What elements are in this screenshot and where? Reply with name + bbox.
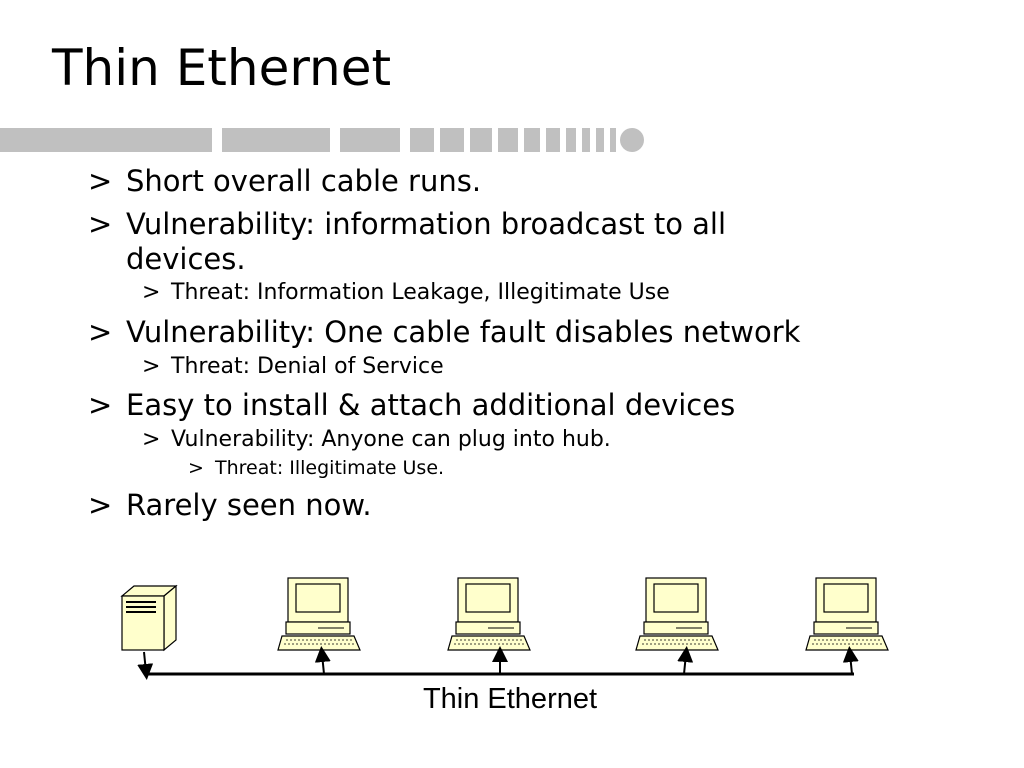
computer-icon bbox=[447, 577, 531, 651]
bullet-marker: > bbox=[88, 387, 113, 422]
computer-icon bbox=[277, 577, 361, 651]
bullet-item: > Short overall cable runs. bbox=[88, 164, 988, 199]
bullet-text: Rarely seen now. bbox=[126, 487, 372, 522]
bullet-item: > Vulnerability: information broadcast t… bbox=[88, 207, 988, 242]
bullet-text: Vulnerability: One cable fault disables … bbox=[126, 314, 801, 349]
sub-sub-bullet-item: > Threat: Illegitimate Use. bbox=[188, 457, 988, 480]
bullet-item: > Rarely seen now. bbox=[88, 488, 988, 523]
computer-connection bbox=[842, 646, 859, 675]
network-diagram: Thin Ethernet bbox=[110, 574, 910, 724]
bullet-marker: > bbox=[88, 206, 113, 241]
bullet-text: Threat: Denial of Service bbox=[171, 353, 444, 379]
bullet-marker: > bbox=[88, 314, 113, 349]
bullet-marker: > bbox=[188, 457, 204, 480]
server-connection bbox=[137, 651, 154, 680]
bullet-list: > Short overall cable runs. > Vulnerabil… bbox=[88, 160, 988, 523]
bullet-text: devices. bbox=[126, 241, 246, 276]
computer-icon bbox=[635, 577, 719, 651]
bullet-text: Vulnerability: information broadcast to … bbox=[126, 206, 727, 241]
server-icon bbox=[120, 584, 178, 652]
computer-icon bbox=[805, 577, 889, 651]
computer-connection bbox=[677, 646, 694, 675]
bullet-item-continuation: devices. bbox=[88, 242, 988, 277]
bullet-marker: > bbox=[88, 487, 113, 522]
network-diagram-art bbox=[120, 577, 889, 680]
slide-title: Thin Ethernet bbox=[52, 39, 392, 97]
bullet-item: > Easy to install & attach additional de… bbox=[88, 388, 988, 423]
bullet-text: Short overall cable runs. bbox=[126, 164, 482, 198]
title-divider-bar bbox=[0, 128, 644, 152]
bullet-marker: > bbox=[142, 353, 161, 379]
computer-connection bbox=[314, 646, 331, 675]
sub-bullet-item: > Threat: Denial of Service bbox=[142, 354, 988, 380]
bullet-text: Vulnerability: Anyone can plug into hub. bbox=[171, 426, 611, 452]
bullet-marker: > bbox=[142, 280, 161, 306]
bullet-marker: > bbox=[142, 426, 161, 452]
bullet-text: Easy to install & attach additional devi… bbox=[126, 387, 736, 422]
sub-bullet-item: > Vulnerability: Anyone can plug into hu… bbox=[142, 427, 988, 453]
sub-bullet-item: > Threat: Information Leakage, Illegitim… bbox=[142, 280, 988, 306]
bullet-item: > Vulnerability: One cable fault disable… bbox=[88, 315, 988, 350]
bullet-text: Threat: Information Leakage, Illegitimat… bbox=[171, 280, 670, 306]
diagram-caption: Thin Ethernet bbox=[422, 683, 598, 715]
bullet-text: Threat: Illegitimate Use. bbox=[215, 457, 445, 480]
bullet-marker: > bbox=[88, 164, 113, 198]
